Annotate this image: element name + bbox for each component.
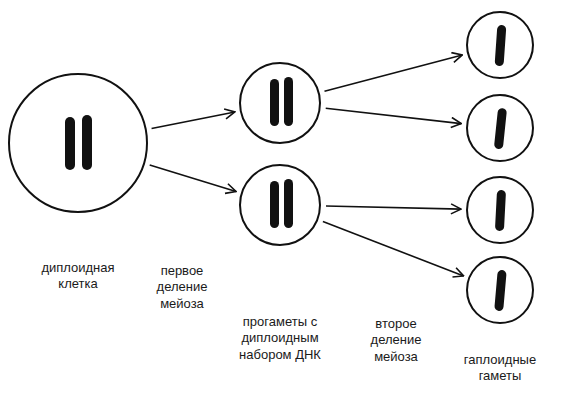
division-arrow xyxy=(326,206,461,209)
chromosome xyxy=(82,115,92,170)
cell-membrane xyxy=(467,177,533,243)
chromosome xyxy=(494,108,507,150)
division-arrow xyxy=(152,112,235,128)
chromosome xyxy=(495,25,507,67)
cell-membrane xyxy=(467,12,533,78)
chromosome xyxy=(270,79,279,126)
cell-membrane xyxy=(240,63,320,143)
division-arrow xyxy=(150,165,236,191)
cell-caption: гаплоидные гаметы xyxy=(454,352,546,385)
cell-outline xyxy=(239,62,321,144)
division-arrow xyxy=(323,222,464,276)
division-arrow xyxy=(326,108,462,123)
stage-label: первое деление мейоза xyxy=(146,263,218,312)
chromosome xyxy=(495,190,506,231)
cell-circle: гаплоидные гаметы xyxy=(466,256,534,324)
chromosome xyxy=(284,179,293,228)
chromosome xyxy=(270,181,279,228)
cell-circle: диплоидная клетка xyxy=(8,73,148,213)
cell-outline xyxy=(8,73,148,213)
cell-outline xyxy=(239,164,321,246)
chromosome xyxy=(494,270,507,312)
cell-membrane xyxy=(467,95,533,161)
cell-circle xyxy=(466,94,534,162)
cell-circle: прогаметы с диплоидным набором ДНК xyxy=(239,164,321,246)
cell-outline xyxy=(466,176,534,244)
division-arrow xyxy=(324,55,462,91)
cell-outline xyxy=(466,256,534,324)
chromosome xyxy=(65,117,75,170)
cell-caption: прогаметы с диплоидным набором ДНК xyxy=(239,314,321,363)
cell-circle xyxy=(239,62,321,144)
cell-outline xyxy=(466,11,534,79)
cell-membrane xyxy=(9,74,147,212)
cell-outline xyxy=(466,94,534,162)
stage-label: второе деление мейоза xyxy=(364,316,428,365)
cell-caption: диплоидная клетка xyxy=(22,260,134,293)
cell-circle xyxy=(466,11,534,79)
chromosome xyxy=(284,77,293,126)
cell-circle xyxy=(466,176,534,244)
cell-membrane xyxy=(240,165,320,245)
cell-membrane xyxy=(467,257,533,323)
